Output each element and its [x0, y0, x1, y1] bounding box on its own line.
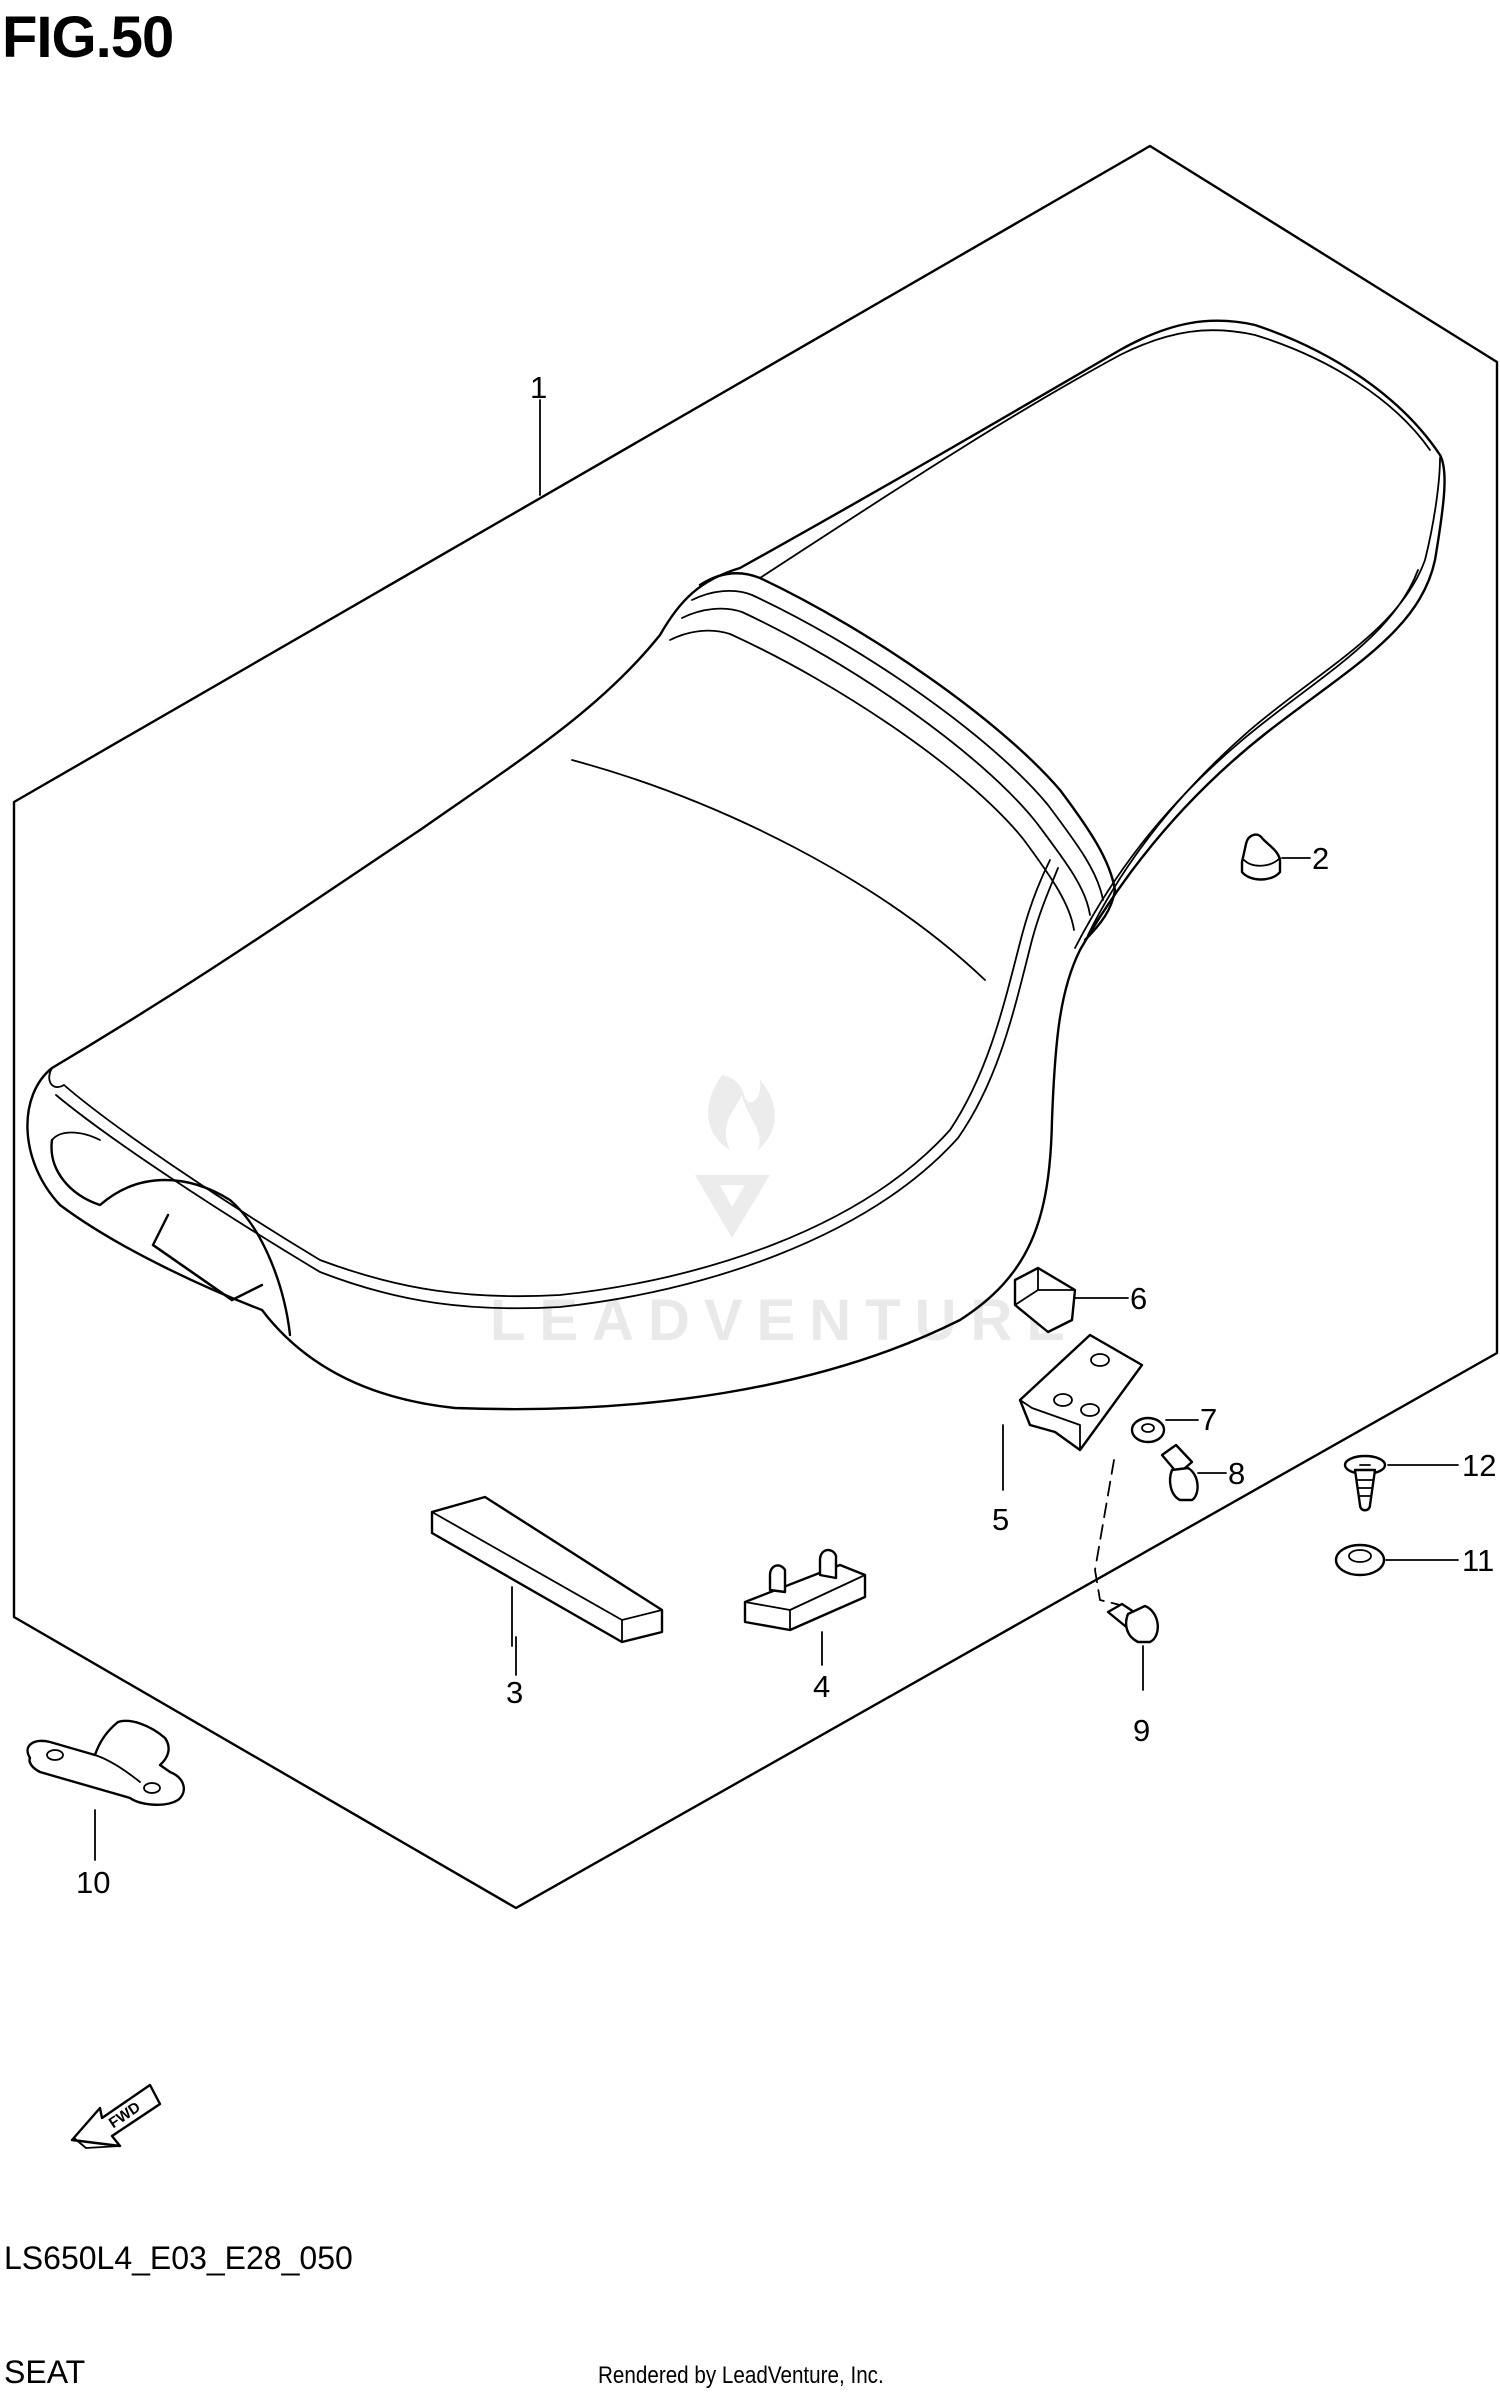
- leadventure-watermark: LEADVENTURE: [490, 1075, 1079, 1353]
- callout-12: 12: [1462, 1448, 1496, 1483]
- callout-6: 6: [1130, 1281, 1147, 1316]
- part-5-bracket-plate: [1002, 1333, 1144, 1491]
- callout-8: 8: [1228, 1456, 1245, 1491]
- callout-7: 7: [1200, 1402, 1217, 1437]
- watermark-text: LEADVENTURE: [490, 1288, 1079, 1353]
- part-1-seat: [26, 319, 1446, 1411]
- part-3-rubber-cushion: [430, 1495, 664, 1647]
- rendered-by-credit: Rendered by LeadVenture, Inc.: [598, 2362, 884, 2389]
- part-10-seat-hook: [26, 1719, 186, 1861]
- part-6-clip-nut: [1013, 1266, 1129, 1334]
- part-8-bolt: [1160, 1443, 1227, 1502]
- assembly-boundary-box: [12, 144, 1499, 1910]
- callout-2: 2: [1312, 841, 1329, 876]
- figure-title: FIG.50: [2, 5, 174, 70]
- diagram-code: LS650L4_E03_E28_050: [4, 2240, 353, 2276]
- callout-5: 5: [992, 1502, 1009, 1537]
- part-2-grommet: [1240, 833, 1311, 881]
- part-12-screw: [1343, 1454, 1459, 1512]
- callout-11: 11: [1462, 1543, 1494, 1578]
- callout-9: 9: [1133, 1713, 1150, 1748]
- callout-1: 1: [530, 370, 547, 405]
- fwd-arrow-icon: FWD: [70, 2083, 162, 2149]
- part-7-washer: [1130, 1416, 1199, 1444]
- callout-4: 4: [813, 1669, 830, 1704]
- part-11-washer: [1334, 1543, 1459, 1577]
- diagram-name: SEAT: [4, 2354, 86, 2390]
- callout-3: 3: [506, 1675, 523, 1710]
- part-9-bolt: [1094, 1459, 1159, 1691]
- callout-10: 10: [76, 1865, 110, 1900]
- part-4-cushion-bracket: [743, 1548, 867, 1666]
